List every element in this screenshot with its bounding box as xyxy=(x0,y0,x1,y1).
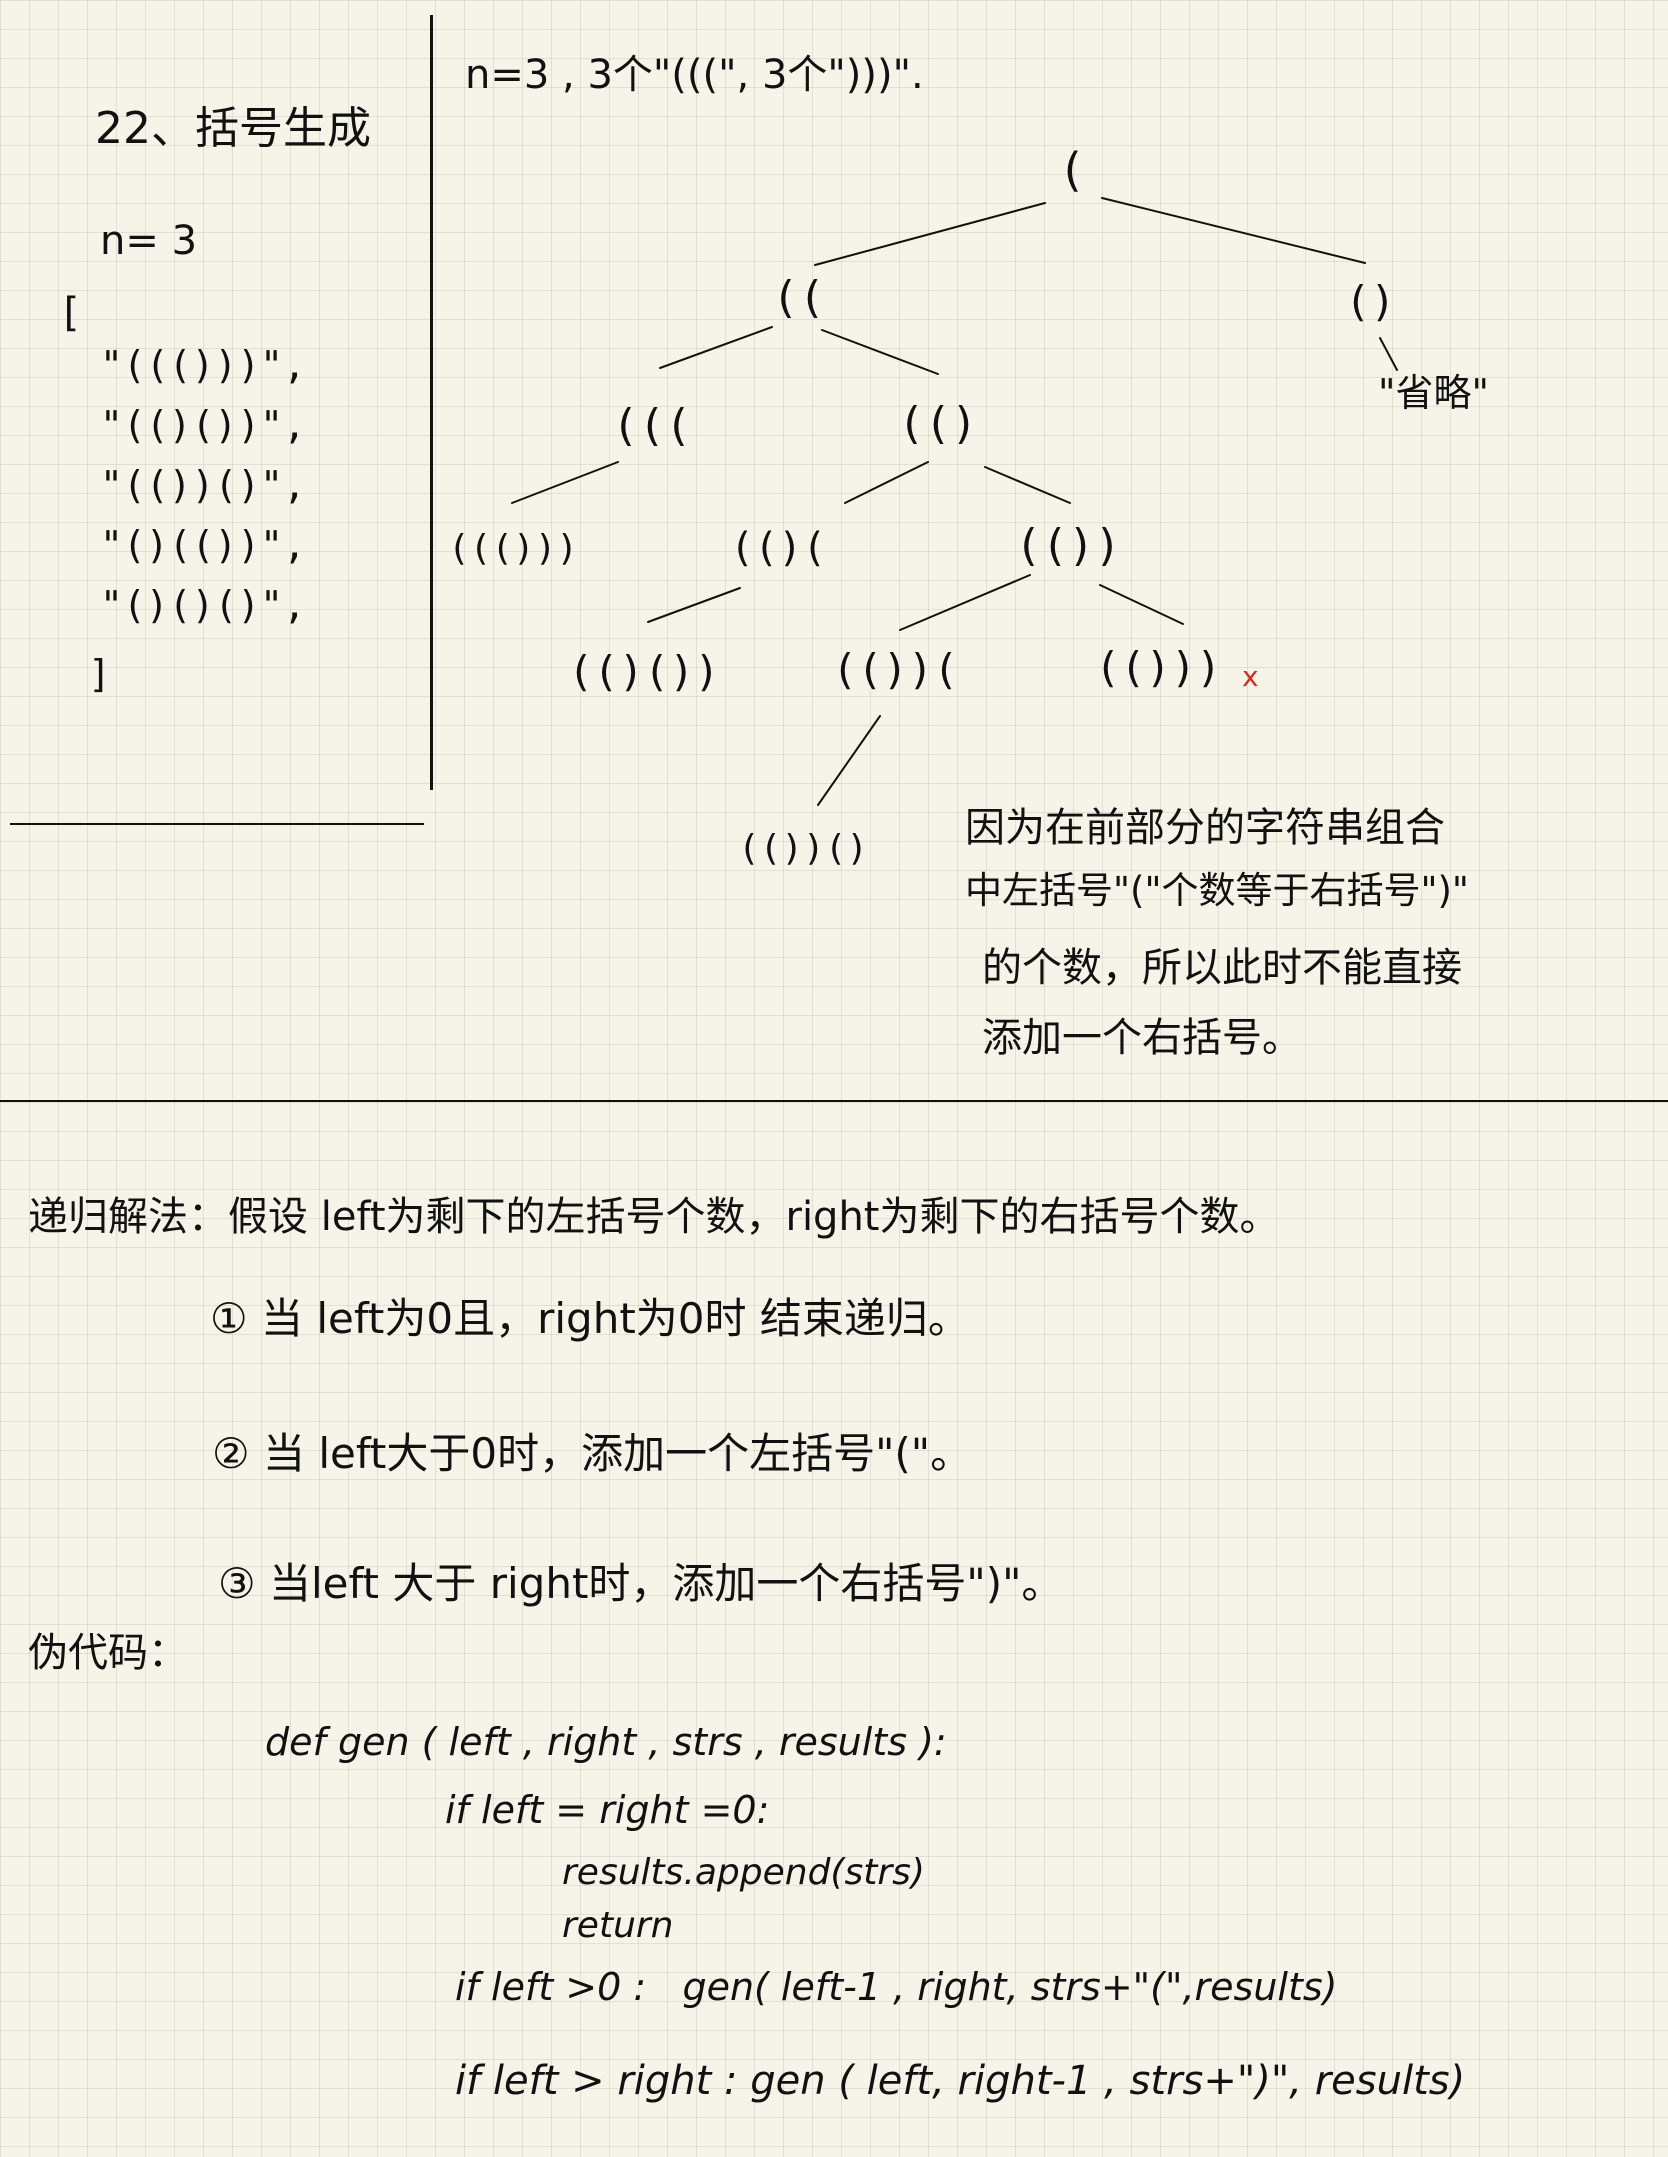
tree-node: ((())) xyxy=(448,528,579,569)
result-item: "(())()", xyxy=(100,463,306,507)
tree-edge xyxy=(817,715,881,806)
pseudocode-label: 伪代码： xyxy=(28,1630,188,1676)
problem-title: 22、括号生成 xyxy=(95,103,371,154)
vertical-divider xyxy=(430,15,433,790)
list-open-bracket: [ xyxy=(58,290,83,336)
left-short-divider xyxy=(10,823,424,825)
tree-node: () xyxy=(1345,277,1396,326)
tree-node-invalid: (())) xyxy=(1095,643,1222,692)
code-line: if left >0 : gen( left-1 , right, strs+"… xyxy=(455,1965,1338,2009)
tree-edge xyxy=(647,587,741,623)
tree-node: (())( xyxy=(832,645,959,694)
tree-edge xyxy=(821,329,939,375)
tree-header: n=3 , 3个"(((", 3个")))". xyxy=(465,52,924,98)
code-line: if left > right : gen ( left, right-1 , … xyxy=(455,2058,1466,2104)
tree-edge xyxy=(659,326,773,369)
tree-node: (())() xyxy=(738,828,869,869)
code-line: if left = right =0: xyxy=(445,1788,770,1832)
tree-edge xyxy=(1101,197,1366,264)
tree-edge xyxy=(899,574,1031,631)
tree-node: (()()) xyxy=(568,647,720,696)
code-line: results.append(strs) xyxy=(562,1852,925,1893)
horizontal-divider xyxy=(0,1100,1668,1102)
n-value: n= 3 xyxy=(100,218,198,264)
rule-item: ① 当 left为0且，right为0时 结束递归。 xyxy=(210,1294,970,1343)
tree-edge xyxy=(984,466,1071,504)
tree-node: ((( xyxy=(612,400,692,451)
tree-edge xyxy=(1099,584,1184,625)
tree-edge xyxy=(511,461,619,504)
rule-item: ③ 当left 大于 right时，添加一个右括号")"。 xyxy=(218,1559,1064,1608)
rule-item: ② 当 left大于0时，添加一个左括号"("。 xyxy=(212,1429,973,1478)
tree-node: (( xyxy=(772,272,825,323)
list-close-bracket: ] xyxy=(88,652,111,696)
tree-node: (()( xyxy=(730,525,827,571)
tree-node-omitted: "省略" xyxy=(1378,371,1489,415)
tree-edge xyxy=(1379,337,1398,371)
result-item: "()(())", xyxy=(100,523,306,567)
tree-node-root: ( xyxy=(1058,143,1086,197)
tree-note-line: 中左括号"("个数等于右括号")" xyxy=(965,869,1469,912)
tree-edge xyxy=(814,202,1046,266)
result-item: "()()()", xyxy=(100,583,306,627)
invalid-x-mark: x xyxy=(1242,660,1259,693)
tree-note-line: 添加一个右括号。 xyxy=(982,1015,1302,1061)
solution-intro: 递归解法：假设 left为剩下的左括号个数，right为剩下的右括号个数。 xyxy=(28,1194,1280,1240)
tree-note-line: 的个数，所以此时不能直接 xyxy=(982,945,1462,991)
tree-node: (() xyxy=(898,398,978,449)
result-item: "(()())", xyxy=(100,403,306,447)
tree-edge xyxy=(844,461,929,504)
result-item: "((()))", xyxy=(100,343,306,387)
code-line: def gen ( left , right , strs , results … xyxy=(265,1720,947,1764)
tree-edges xyxy=(511,197,1398,806)
tree-node: (()) xyxy=(1015,520,1121,571)
tree-note-line: 因为在前部分的字符串组合 xyxy=(965,805,1445,851)
code-line: return xyxy=(562,1905,674,1946)
